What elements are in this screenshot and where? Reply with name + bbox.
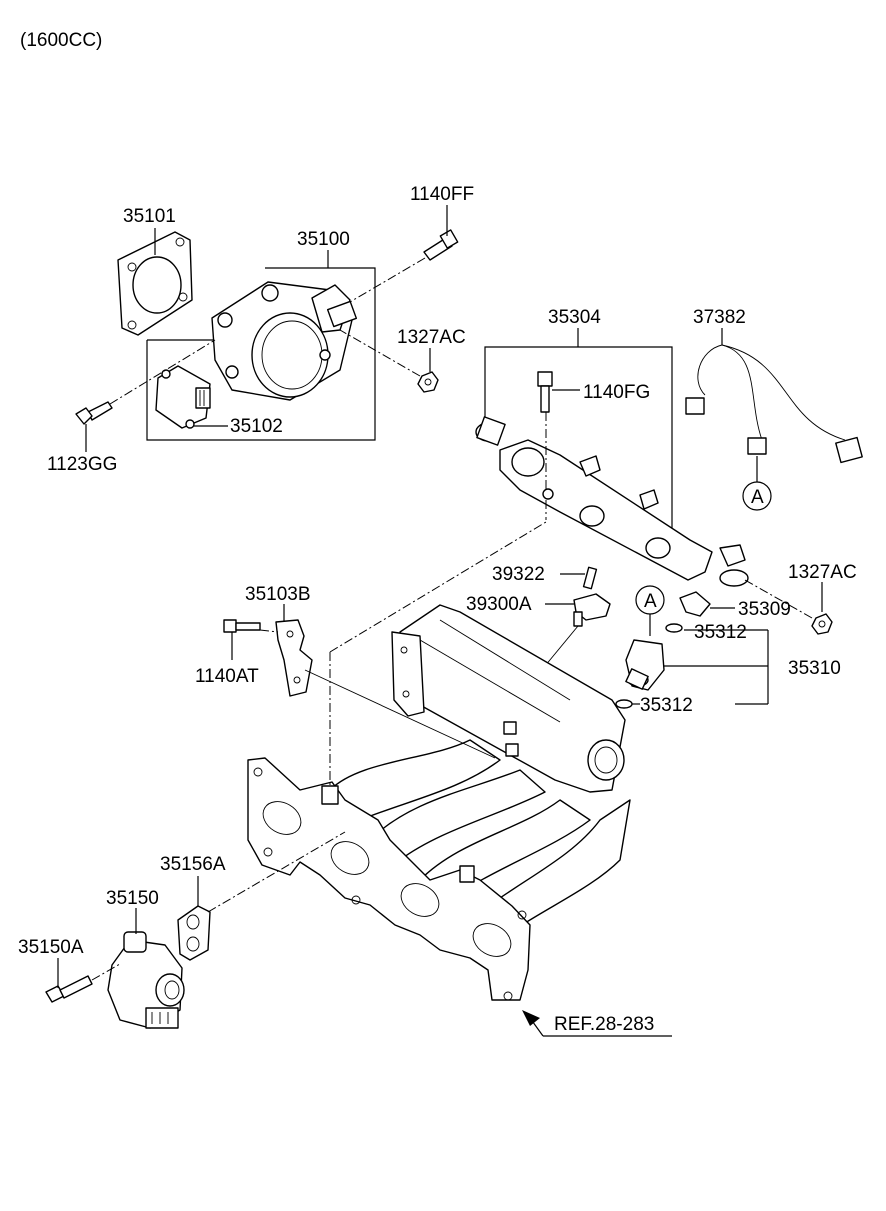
label-35312-bottom: 35312 xyxy=(640,695,693,716)
ref-label[interactable]: REF.28-283 xyxy=(554,1014,654,1035)
nut-1327AC-right[interactable] xyxy=(811,613,833,635)
label-39322: 39322 xyxy=(492,564,545,585)
throttle-body-group xyxy=(75,205,459,452)
o-ring-35312-bottom[interactable] xyxy=(615,699,633,709)
label-39300A: 39300A xyxy=(466,594,532,615)
fuel-rail-35304[interactable] xyxy=(475,416,749,587)
bolt-1123GG[interactable] xyxy=(75,401,113,425)
nut-1327AC-top[interactable] xyxy=(417,371,439,393)
label-conn-A-top: A xyxy=(751,487,764,508)
screw-39322[interactable] xyxy=(582,566,598,590)
ref-arrow xyxy=(522,1010,672,1037)
bolt-1140FF[interactable] xyxy=(423,229,459,261)
label-35102: 35102 xyxy=(230,416,283,437)
label-35103B: 35103B xyxy=(245,584,311,605)
label-1123GG: 1123GG xyxy=(47,454,117,475)
label-1327AC-top: 1327AC xyxy=(397,327,466,348)
label-35310: 35310 xyxy=(788,658,841,679)
label-35101: 35101 xyxy=(123,206,176,227)
label-35100: 35100 xyxy=(297,229,350,250)
label-1327AC-right: 1327AC xyxy=(788,562,857,583)
engine-note: (1600CC) xyxy=(20,30,102,51)
fuel-injector-35310[interactable] xyxy=(625,639,665,691)
label-1140FG: 1140FG xyxy=(583,382,650,403)
label-1140FF: 1140FF xyxy=(410,184,474,205)
connector-a-circle-top xyxy=(742,481,772,511)
gasket-35101[interactable] xyxy=(117,231,193,336)
map-sensor-39300A[interactable] xyxy=(573,593,611,627)
label-35156A: 35156A xyxy=(160,854,226,875)
throttle-body-35100[interactable] xyxy=(211,281,358,401)
label-35150A: 35150A xyxy=(18,937,84,958)
throttle-position-sensor-35102[interactable] xyxy=(155,365,211,429)
fuel-rail-group xyxy=(475,328,749,587)
fuel-rail-clip-35309[interactable] xyxy=(679,591,711,617)
label-35150: 35150 xyxy=(106,888,159,909)
wiring-harness-37382[interactable] xyxy=(685,344,863,464)
label-35312-top: 35312 xyxy=(694,622,747,643)
label-1140AT: 1140AT xyxy=(195,666,259,687)
label-35309: 35309 xyxy=(738,599,791,620)
gasket-35156A[interactable] xyxy=(177,905,211,961)
bolt-1140AT[interactable] xyxy=(223,619,261,633)
bracket-35103B[interactable] xyxy=(275,619,313,697)
o-ring-35312-top[interactable] xyxy=(665,623,683,633)
intake-manifold[interactable] xyxy=(247,604,631,1001)
label-37382: 37382 xyxy=(693,307,746,328)
idle-speed-actuator-35150[interactable] xyxy=(107,931,185,1029)
bolt-35150A[interactable] xyxy=(45,975,93,1003)
label-conn-A-mid: A xyxy=(644,591,657,612)
label-35304: 35304 xyxy=(548,307,601,328)
bolt-1140FG[interactable] xyxy=(537,371,553,413)
